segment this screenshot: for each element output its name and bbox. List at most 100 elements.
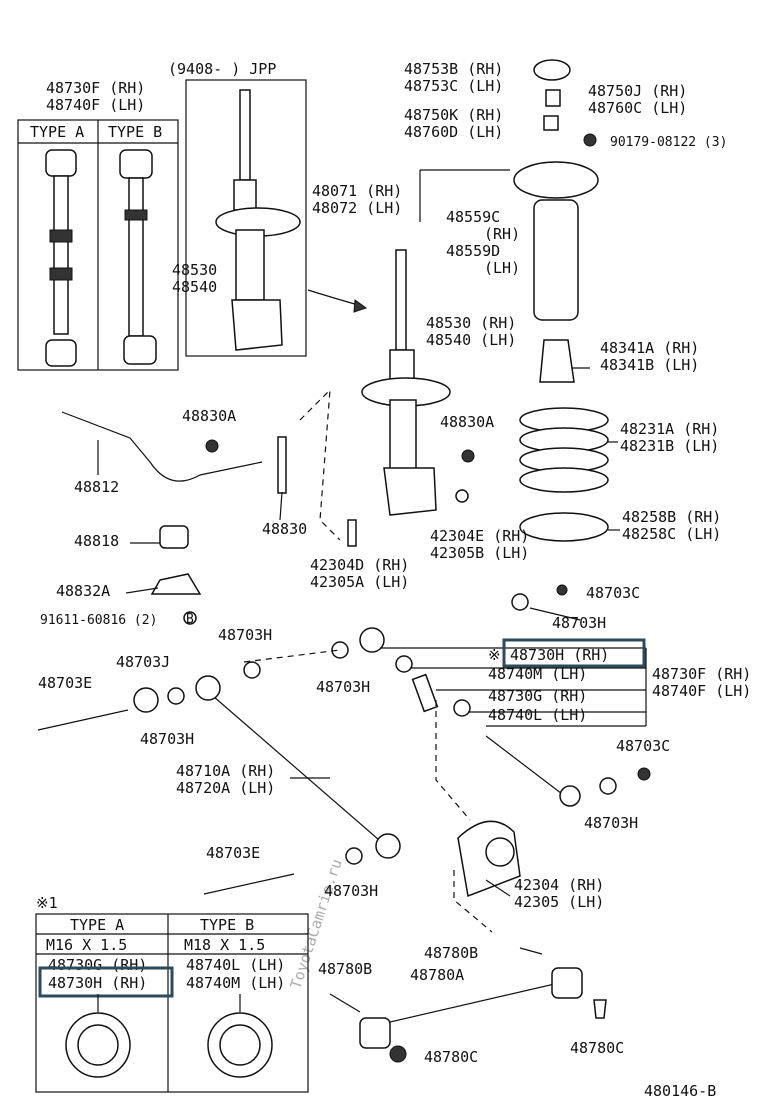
part-labels: 48753B (RH) 48753C (LH) 48750J (RH) 4876… (38, 60, 751, 1100)
type-box-top: 48730F (RH) 48740F (LH) TYPE A TYPE B (17, 79, 179, 371)
table-b-row2: 48740M (LH) (186, 974, 285, 992)
label-48730h-rh: 48730H (RH) (510, 646, 609, 664)
support-drawing (513, 161, 599, 199)
rod-type-b-drawing (119, 149, 157, 365)
label-48703h-mid-top: 48703H (218, 626, 272, 644)
note-mark-1: ※ (488, 646, 501, 664)
label-48258c: 48258C (LH) (622, 525, 721, 543)
label-48072: 48072 (LH) (312, 199, 402, 217)
bushing-type-b-drawing (207, 994, 273, 1078)
label-48540: 48540 (172, 278, 217, 296)
bushing-drawing (543, 115, 559, 131)
label-90179: 90179-08122 (3) (610, 135, 727, 150)
bushing-type-a-drawing (65, 994, 131, 1078)
table-b-row1: 48740L (LH) (186, 956, 285, 974)
label-48750k: 48750K (RH) (404, 106, 503, 124)
shock-detail-box: (9408- ) JPP 48530 48540 (168, 60, 368, 357)
table-col-a: TYPE A (70, 916, 124, 934)
spring-seat-drawing (519, 512, 609, 542)
label-42305a: 42305A (LH) (310, 573, 409, 591)
label-48830a-right: 48830A (440, 413, 494, 431)
label-48703h-left: 48703H (140, 730, 194, 748)
mount-nut-drawing (583, 133, 597, 147)
label-48832a: 48832A (56, 582, 110, 600)
label-48730g-rh: 48730G (RH) (488, 687, 587, 705)
rod-type-a-drawing (45, 149, 77, 367)
label-48730f-rh: 48730F (RH) (652, 665, 751, 683)
label-48703c-right: 48703C (616, 737, 670, 755)
table-a-row2: 48730H (RH) (48, 974, 147, 992)
bumper-drawing (539, 339, 575, 383)
label-48559d: 48559D (446, 242, 500, 260)
highlight-table-48730h (38, 966, 174, 998)
highlight-48730h-callout (502, 638, 646, 668)
label-48753b: 48753B (RH) (404, 60, 503, 78)
label-48703j: 48703J (116, 653, 170, 671)
label-48703c-top: 48703C (586, 584, 640, 602)
label-48818: 48818 (74, 532, 119, 550)
label-48258b: 48258B (RH) (622, 508, 721, 526)
label-48530: 48530 (172, 261, 217, 279)
label-42304d: 42304D (RH) (310, 556, 409, 574)
label-48760c: 48760C (LH) (588, 99, 687, 117)
label-48703h-low: 48703H (324, 882, 378, 900)
label-48830: 48830 (262, 520, 307, 538)
label-48730f-rh-top: 48730F (RH) (46, 79, 145, 97)
label-48559c-rh: (RH) (484, 225, 520, 243)
lower-arm-drawings (37, 584, 651, 1063)
table-thread-b: M18 X 1.5 (184, 936, 265, 954)
label-48740f-lh: 48740F (LH) (652, 682, 751, 700)
label-48753c: 48753C (LH) (404, 77, 503, 95)
label-48740m-lh: 48740M (LH) (488, 665, 587, 683)
label-48071: 48071 (RH) (312, 182, 402, 200)
label-48703e-low: 48703E (206, 844, 260, 862)
leader-lines (97, 169, 647, 897)
label-48780b-right: 48780B (424, 944, 478, 962)
table-a-row1: 48730G (RH) (48, 956, 147, 974)
nut-drawing (545, 89, 561, 107)
stabilizer-drawing (61, 411, 475, 625)
label-91611: 91611-60816 (2) (40, 613, 157, 628)
label-48703e-top: 48703E (38, 674, 92, 692)
label-48760d: 48760D (LH) (404, 123, 503, 141)
label-48780c-left: 48780C (424, 1048, 478, 1066)
label-48703h-right-low: 48703H (584, 814, 638, 832)
label-b-mark: B (186, 612, 194, 627)
label-48780a: 48780A (410, 966, 464, 984)
label-48780c-right: 48780C (570, 1039, 624, 1057)
label-48703h-mid: 48703H (316, 678, 370, 696)
boot-drawing (533, 199, 579, 321)
label-48540-lh: 48540 (LH) (426, 331, 516, 349)
label-48530-rh: 48530 (RH) (426, 314, 516, 332)
label-48341a: 48341A (RH) (600, 339, 699, 357)
label-48740f-lh-top: 48740F (LH) (46, 96, 145, 114)
label-48341b: 48341B (LH) (600, 356, 699, 374)
table-col-b: TYPE B (200, 916, 254, 934)
label-48812: 48812 (74, 478, 119, 496)
label-48559c: 48559C (446, 208, 500, 226)
label-48750j: 48750J (RH) (588, 82, 687, 100)
label-48231a: 48231A (RH) (620, 420, 719, 438)
type-table: ※1 TYPE A TYPE B M16 X 1.5 M18 X 1.5 487… (35, 894, 309, 1093)
type-a-header: TYPE A (30, 123, 84, 141)
label-48740l-lh: 48740L (LH) (488, 706, 587, 724)
label-42305: 42305 (LH) (514, 893, 604, 911)
label-48231b: 48231B (LH) (620, 437, 719, 455)
label-48720a: 48720A (LH) (176, 779, 275, 797)
label-48780b-left: 48780B (318, 960, 372, 978)
label-48710a: 48710A (RH) (176, 762, 275, 780)
main-shock-drawing (299, 249, 451, 541)
label-42304e: 42304E (RH) (430, 527, 529, 545)
label-48559d-lh: (LH) (484, 259, 520, 277)
label-42305b: 42305B (LH) (430, 544, 529, 562)
figure-number: 480146-B (644, 1082, 716, 1100)
shock-absorber-small-drawing (215, 89, 301, 351)
label-48703h-right-top: 48703H (552, 614, 606, 632)
label-48830a-left: 48830A (182, 407, 236, 425)
top-mount-drawings (513, 59, 609, 542)
cap-drawing (533, 59, 571, 81)
type-b-header: TYPE B (108, 123, 162, 141)
shock-box-header: (9408- ) JPP (168, 60, 276, 78)
table-note-mark: ※1 (36, 894, 58, 912)
